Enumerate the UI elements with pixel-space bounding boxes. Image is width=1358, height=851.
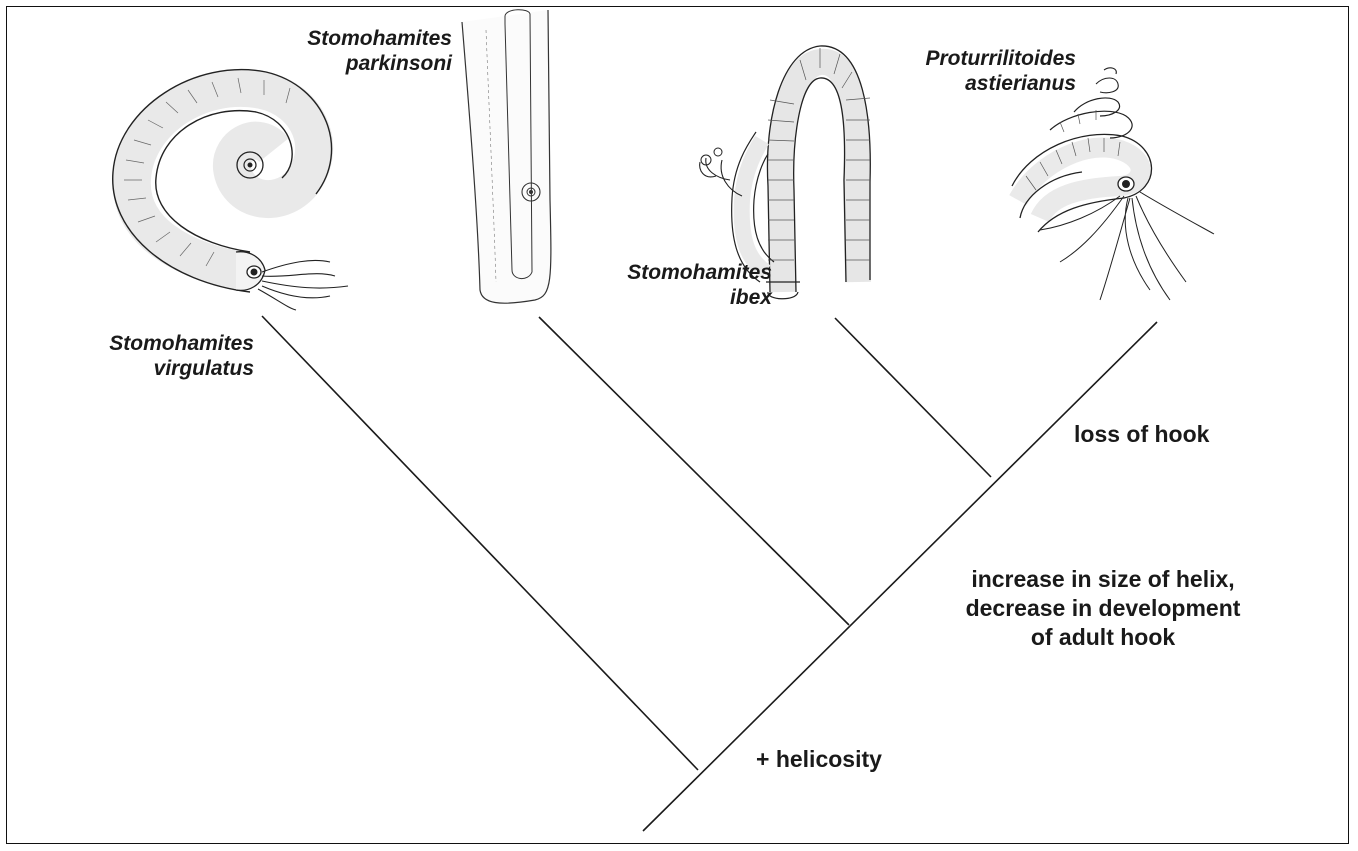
character-helix-size: increase in size of helix, decrease in d…	[908, 565, 1298, 652]
taxon-species: ibex	[578, 285, 772, 310]
character-line: increase in size of helix,	[908, 565, 1298, 594]
taxon-genus: Stomohamites	[578, 260, 772, 285]
taxon-label-astierianus: Proturrilitoides astierianus	[864, 46, 1076, 96]
astierianus-illustration	[1012, 68, 1214, 300]
character-loss-of-hook: loss of hook	[1074, 420, 1209, 449]
taxon-species: astierianus	[864, 71, 1076, 96]
taxon-label-parkinsoni: Stomohamites parkinsoni	[240, 26, 452, 76]
taxon-genus: Stomohamites	[52, 331, 254, 356]
branch-virgulatus	[262, 316, 698, 770]
character-line: of adult hook	[908, 623, 1298, 652]
taxon-label-virgulatus: Stomohamites virgulatus	[52, 331, 254, 381]
taxon-species: parkinsoni	[240, 51, 452, 76]
taxon-species: virgulatus	[52, 356, 254, 381]
branch-parkinsoni	[539, 317, 849, 625]
character-helicosity: + helicosity	[756, 745, 882, 774]
parkinsoni-illustration	[462, 10, 551, 303]
branch-ibex	[835, 318, 991, 477]
taxon-genus: Stomohamites	[240, 26, 452, 51]
taxon-label-ibex: Stomohamites ibex	[578, 260, 772, 310]
virgulatus-illustration	[113, 70, 348, 310]
taxon-genus: Proturrilitoides	[864, 46, 1076, 71]
character-line: decrease in development	[908, 594, 1298, 623]
